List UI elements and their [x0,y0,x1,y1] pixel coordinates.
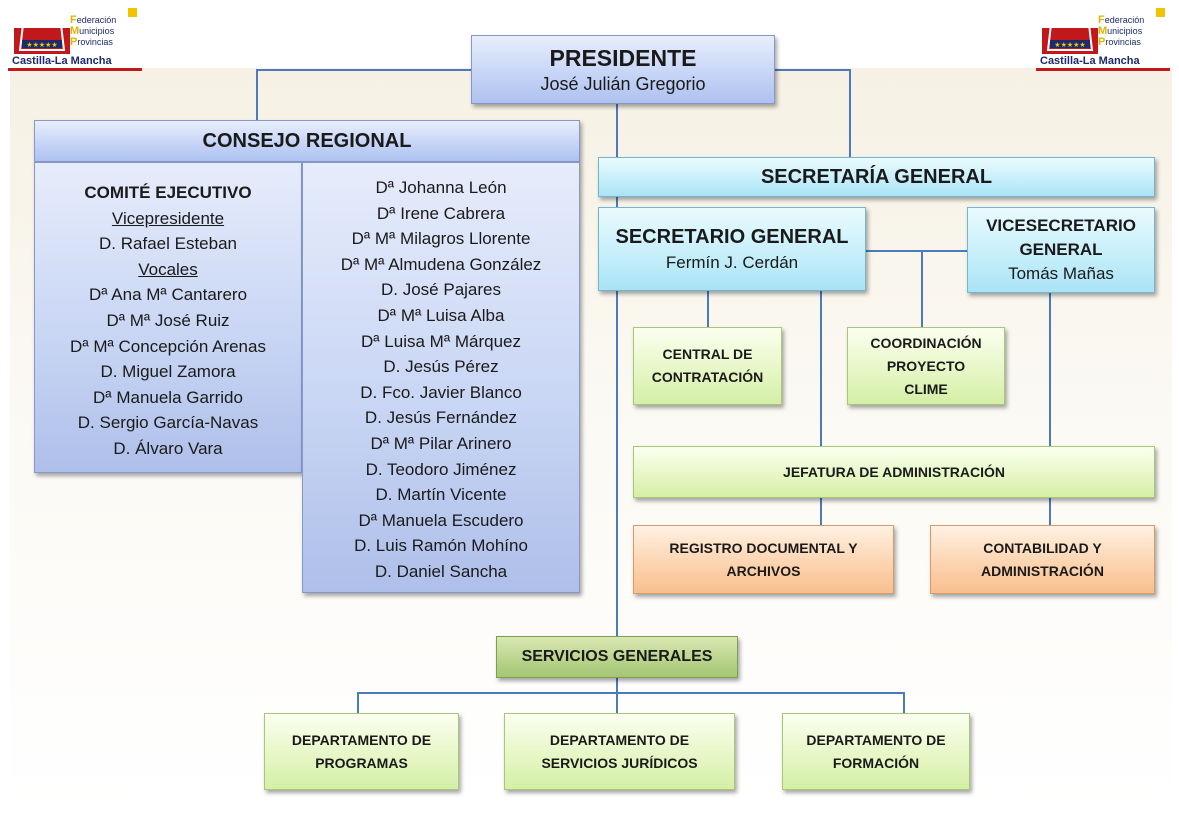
logo-underline [8,68,142,71]
logo-text: Federación Municipios Provincias [70,14,117,48]
consejo-regional-title: CONSEJO REGIONAL [202,129,412,152]
miembro-item: D. Martín Vicente [375,485,507,505]
central-contratacion-box: CENTRAL DE CONTRATACIÓN [633,327,782,405]
departamento-line2: SERVICIOS JURÍDICOS [541,754,698,771]
connector [866,250,967,252]
secretario-title: SECRETARIO GENERAL [615,226,849,248]
logo-corner-mark [128,8,137,17]
miembro-item: Dª Mª Luisa Alba [377,305,505,325]
departamento-line1: DEPARTAMENTO DE [291,731,432,748]
connector [820,291,822,446]
departamento-formacion-box: DEPARTAMENTO DE FORMACIÓN [782,713,970,790]
logo-region: Castilla-La Mancha [12,55,112,67]
connector [357,692,904,694]
servicios-generales-box: SERVICIOS GENERALES [496,636,738,678]
presidente-name: José Julián Gregorio [540,73,706,94]
miembro-item: Dª Johanna León [375,178,507,197]
miembro-item: Dª Irene Cabrera [376,203,506,223]
contabilidad-box: CONTABILIDAD Y ADMINISTRACIÓN [930,525,1155,594]
presidente-box: PRESIDENTE José Julián Gregorio [471,35,775,104]
connector [357,692,359,713]
vocal-item: D. Miguel Zamora [100,362,236,382]
departamento-programas-box: DEPARTAMENTO DE PROGRAMAS [264,713,459,790]
vicepresidente-name: D. Rafael Esteban [99,234,237,254]
connector [820,498,822,525]
miembro-item: D. Daniel Sancha [374,561,508,581]
central-line2: CONTRATACIÓN [651,369,764,385]
coordinacion-line3: CLIME [904,380,948,397]
vicesecretario-title-2: GENERAL [1019,240,1103,259]
miembro-item: Dª Luisa Mª Márquez [361,331,521,351]
miembro-item: D. Luis Ramón Mohíno [354,536,528,556]
connector [256,69,258,120]
logo-region: Castilla-La Mancha [1040,55,1140,67]
contabilidad-line2: ADMINISTRACIÓN [981,562,1104,579]
jefatura-title: JEFATURA DE ADMINISTRACIÓN [783,463,1005,480]
registro-line1: REGISTRO DOCUMENTAL Y [669,539,858,556]
miembro-item: D. Jesús Pérez [383,357,499,377]
vocal-item: D. Álvaro Vara [113,438,223,458]
connector [616,678,618,713]
logo-left: ★★★★★ Federación Municipios Provincias C… [8,4,158,74]
vocal-item: D. Sergio García-Navas [77,413,259,433]
departamento-line1: DEPARTAMENTO DE [806,731,946,748]
departamento-line1: DEPARTAMENTO DE [549,731,690,748]
vocal-item: Dª Mª José Ruiz [106,310,230,330]
logo-text: Federación Municipios Provincias [1098,14,1145,48]
svg-text:★★★★★: ★★★★★ [26,41,57,49]
castle-icon: ★★★★★ [1042,6,1098,54]
connector [1049,293,1051,446]
logo-corner-mark [1156,8,1165,17]
servicios-title: SERVICIOS GENERALES [521,648,713,665]
vicesecretario-title-1: VICESECRETARIO [986,216,1136,235]
miembro-item: Dª Mª Almudena González [340,254,542,274]
vicepresidente-label: Vicepresidente [111,208,225,228]
coordinacion-line2: PROYECTO [886,357,966,374]
comite-title: COMITÉ EJECUTIVO [84,183,252,202]
vocales-label: Vocales [138,259,198,279]
comite-ejecutivo-box: COMITÉ EJECUTIVO Vicepresidente D. Rafae… [34,162,302,473]
logo-underline [1036,68,1170,71]
miembro-item: D. Fco. Javier Blanco [360,382,522,402]
connector [1049,498,1051,525]
logo-right: ★★★★★ Federación Municipios Provincias C… [1036,4,1179,74]
coordinacion-line1: COORDINACIÓN [870,334,982,351]
secretaria-general-title: SECRETARÍA GENERAL [760,165,993,188]
central-line1: CENTRAL DE [662,346,753,362]
miembro-item: D. Teodoro Jiménez [365,459,517,479]
departamento-juridicos-box: DEPARTAMENTO DE SERVICIOS JURÍDICOS [504,713,735,790]
connector [849,69,851,157]
connector [616,104,618,636]
svg-text:★★★★★: ★★★★★ [1054,41,1085,49]
coordinacion-clime-box: COORDINACIÓN PROYECTO CLIME [847,327,1005,405]
departamento-line2: FORMACIÓN [832,754,920,771]
miembro-item: D. Jesús Fernández [364,408,518,428]
connector [774,69,850,71]
vocal-item: Dª Ana Mª Cantarero [88,285,248,305]
miembro-item: D. José Pajares [381,280,501,300]
secretario-general-box: SECRETARIO GENERAL Fermín J. Cerdán [598,207,866,291]
registro-line2: ARCHIVOS [726,562,801,579]
vocal-item: Dª Mª Concepción Arenas [70,336,266,356]
vocal-item: Dª Manuela Garrido [93,387,243,407]
registro-documental-box: REGISTRO DOCUMENTAL Y ARCHIVOS [633,525,894,594]
departamento-line2: PROGRAMAS [315,754,408,771]
miembro-item: Dª Manuela Escudero [358,510,524,530]
contabilidad-line1: CONTABILIDAD Y [983,539,1102,556]
vicesecretario-box: VICESECRETARIO GENERAL Tomás Mañas [967,207,1155,293]
secretaria-general-box: SECRETARÍA GENERAL [598,157,1155,197]
consejo-miembros-box: Dª Johanna León Dª Irene Cabrera Dª Mª M… [302,162,580,593]
connector [921,250,923,327]
connector [707,291,709,327]
miembro-item: Dª Mª Pilar Arinero [370,433,512,453]
connector [903,692,905,713]
consejo-regional-header: CONSEJO REGIONAL [34,120,580,162]
presidente-title: PRESIDENTE [549,44,697,71]
vicesecretario-name: Tomás Mañas [1008,264,1114,283]
jefatura-administracion-box: JEFATURA DE ADMINISTRACIÓN [633,446,1155,498]
castle-icon: ★★★★★ [14,6,70,54]
miembro-item: Dª Mª Milagros Llorente [351,229,531,249]
connector [256,69,471,71]
secretario-name: Fermín J. Cerdán [665,253,799,272]
